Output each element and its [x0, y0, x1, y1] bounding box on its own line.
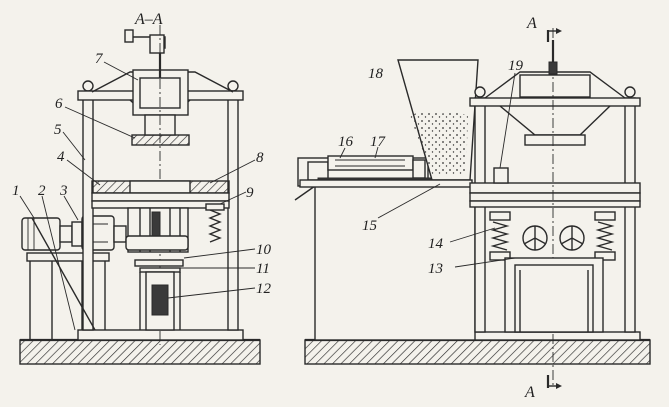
right-press-frame — [469, 28, 641, 385]
callout-1: 1 — [12, 183, 20, 199]
vibrator-unit — [125, 203, 225, 253]
dosing-valve — [493, 167, 509, 184]
callout-2: 2 — [38, 183, 46, 199]
callout-9: 9 — [246, 185, 254, 201]
upper-punch — [131, 134, 190, 146]
vibration-table — [489, 211, 616, 333]
left-view: A–A 1 2 3 4 5 6 7 8 9 10 11 12 — [12, 11, 272, 365]
ejector — [134, 259, 184, 331]
right-view: A A 13 14 15 16 17 18 19 — [294, 15, 651, 401]
callout-6: 6 — [55, 96, 63, 112]
right-floor — [304, 339, 651, 365]
callout-14: 14 — [428, 236, 444, 252]
callout-18: 18 — [368, 66, 384, 82]
callout-4: 4 — [57, 149, 65, 165]
section-title-left: A–A — [134, 11, 163, 28]
right-callout-lines — [339, 146, 516, 268]
callout-13: 13 — [428, 261, 443, 277]
callout-8: 8 — [256, 150, 264, 166]
callout-10: 10 — [256, 242, 272, 258]
cut-label-top: A — [526, 15, 537, 32]
electric-motor — [21, 215, 127, 251]
motor-stand — [26, 252, 110, 340]
callout-11: 11 — [256, 261, 270, 277]
press-cylinder — [124, 29, 189, 116]
left-floor — [19, 339, 261, 365]
die-table — [91, 180, 230, 209]
cut-label-bottom: A — [524, 384, 535, 401]
feed-box — [307, 155, 439, 183]
section-markers — [546, 28, 562, 389]
callout-15: 15 — [362, 218, 378, 234]
callout-7: 7 — [95, 51, 104, 67]
callout-16: 16 — [338, 134, 354, 150]
callout-17: 17 — [370, 134, 387, 150]
callout-3: 3 — [59, 183, 68, 199]
callout-19: 19 — [508, 58, 524, 74]
callout-12: 12 — [256, 281, 272, 297]
callout-5: 5 — [54, 122, 62, 138]
left-callout-lines — [19, 61, 256, 331]
